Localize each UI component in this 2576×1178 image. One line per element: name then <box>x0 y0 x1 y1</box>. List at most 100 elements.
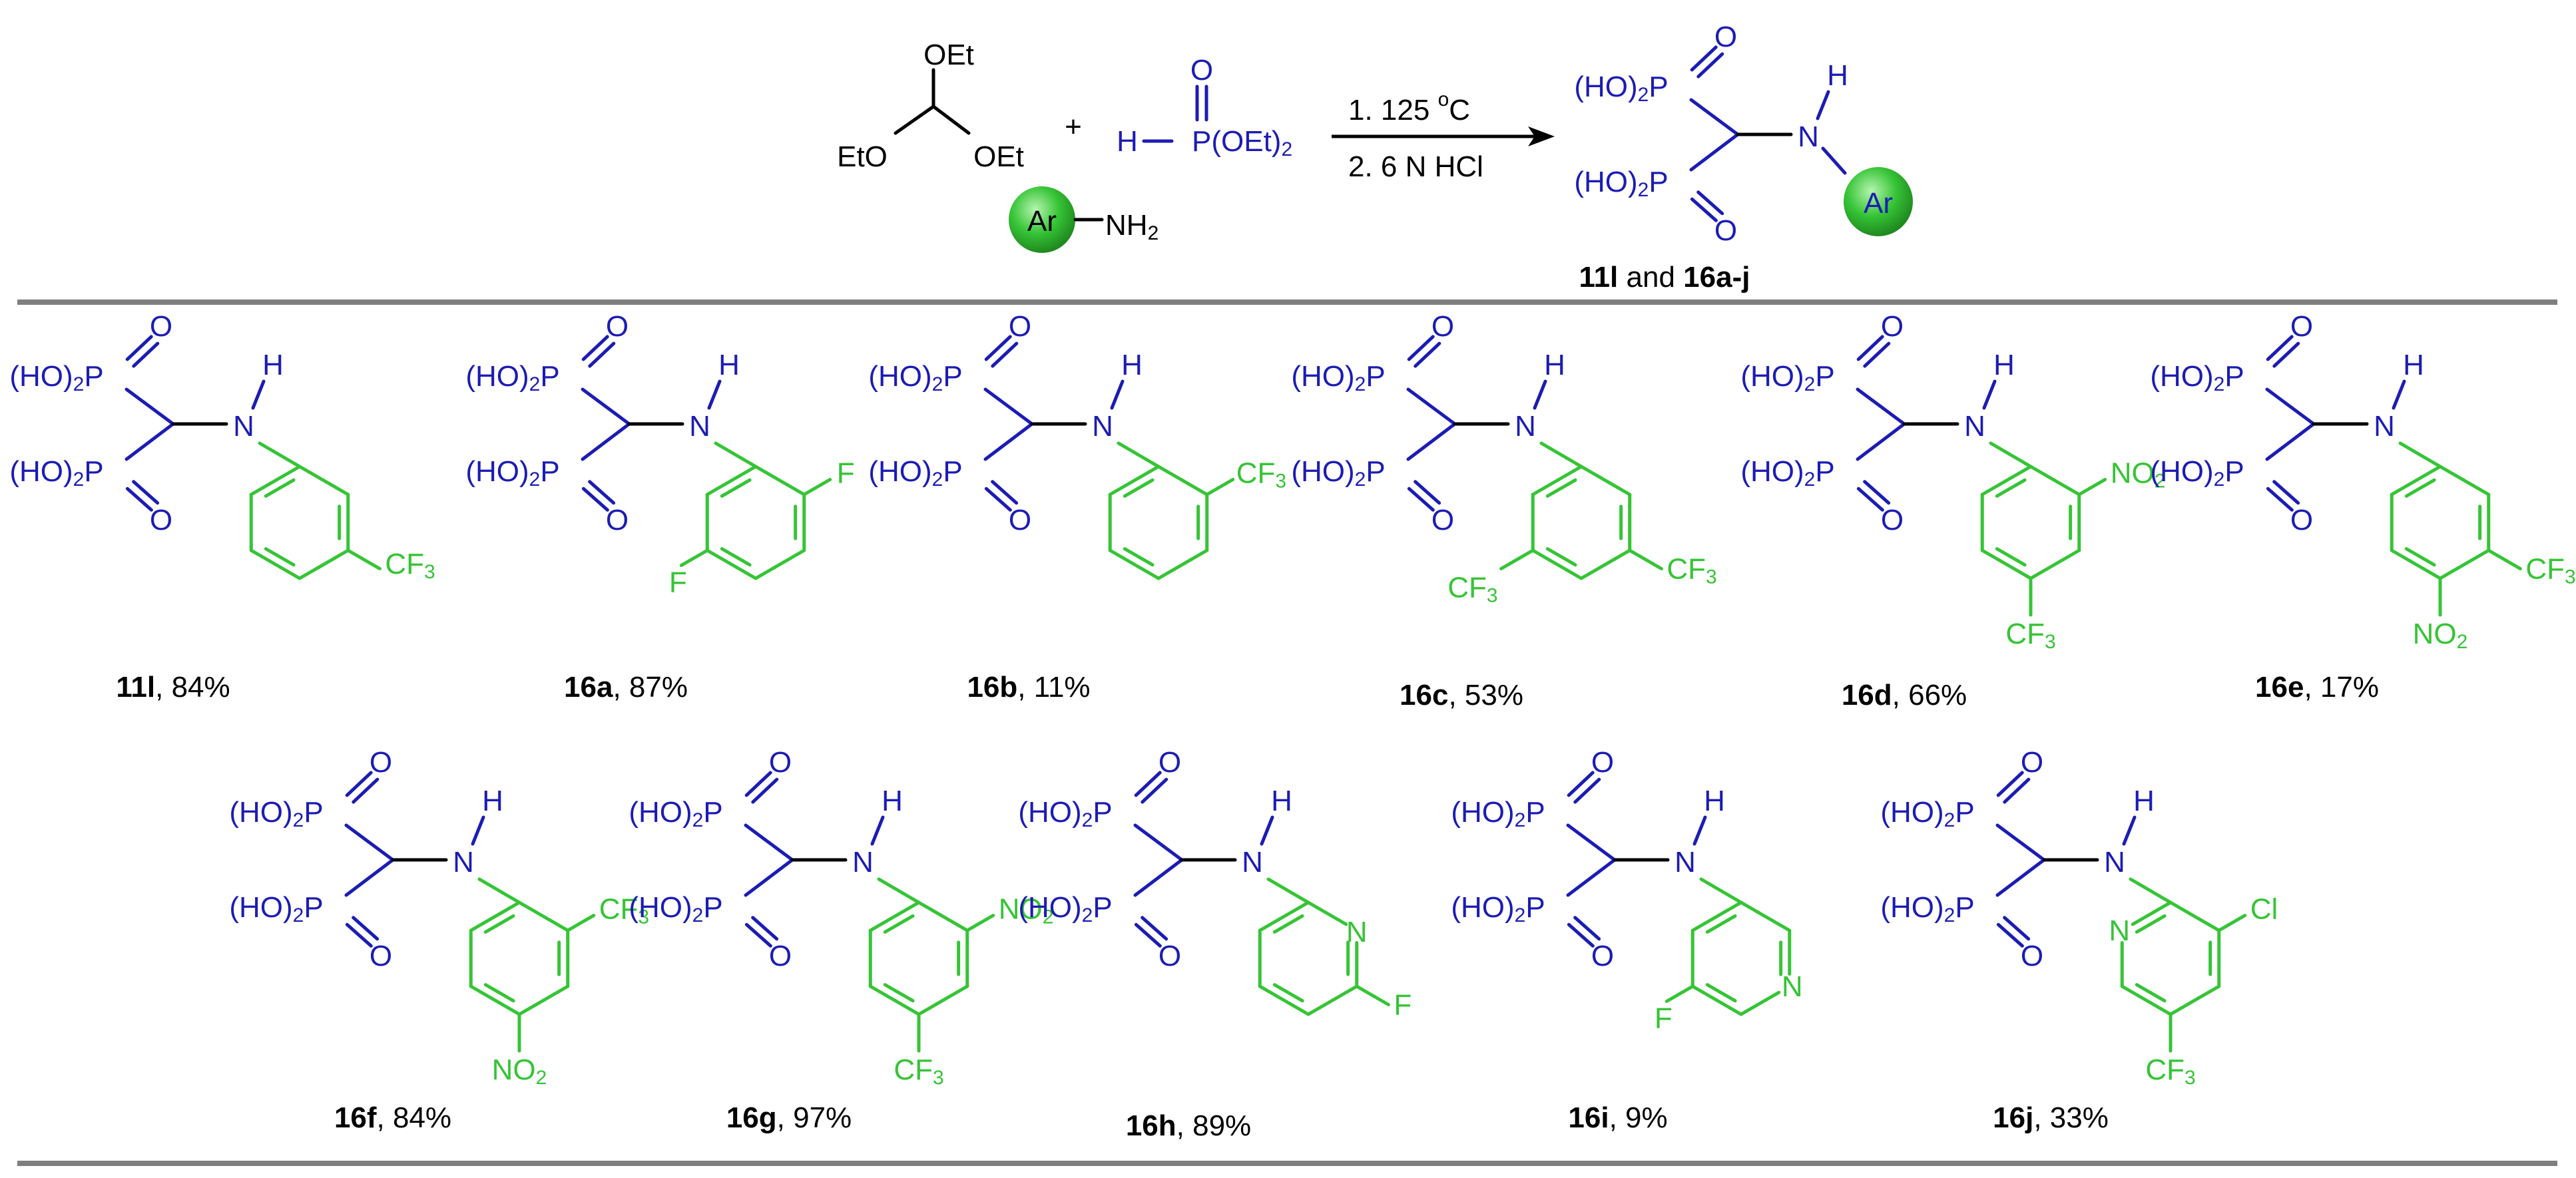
bond <box>1856 422 1906 461</box>
oxo-lower-label: O <box>1009 504 1031 536</box>
ring-inner-bond <box>883 983 915 1003</box>
ring-inner-bond <box>1123 478 1155 498</box>
label-part: O <box>1159 746 1181 779</box>
label-part: 2 <box>692 809 704 831</box>
oxo-lower-label: O <box>2290 504 2313 536</box>
label-part: (OEt) <box>1211 125 1281 158</box>
amine-hydrogen-label: H <box>1544 349 1565 381</box>
label-part: CF <box>1667 552 1706 585</box>
double-bond <box>132 341 160 368</box>
label-part: (HO) <box>1018 796 1081 829</box>
phosphonate-lower-label: (HO)2P <box>1018 891 1112 926</box>
bond <box>471 815 485 846</box>
aryl-attachment-bond <box>1539 441 1583 469</box>
divider-rule-bottom <box>17 1161 2557 1166</box>
double-bond <box>744 922 772 948</box>
ring-bond <box>754 465 806 496</box>
double-bond <box>581 487 609 512</box>
double-bond <box>991 480 1019 505</box>
label-part: (HO) <box>1451 796 1514 829</box>
label-part: P <box>1192 125 1211 158</box>
oxo-lower-label: O <box>606 504 629 536</box>
label-part: O <box>1431 310 1454 343</box>
cf3-label: CF3 <box>2525 552 2575 588</box>
product-series-label: 11l and 16a-j <box>1579 261 1750 294</box>
substituent-bond <box>2077 478 2107 496</box>
label-part: C <box>1449 94 1470 126</box>
label-part: (HO) <box>629 796 692 829</box>
label-part: 2 <box>2457 631 2468 653</box>
ring-bond <box>1531 465 1583 496</box>
ring-bond <box>1108 548 1160 580</box>
label-part: NO <box>2111 457 2155 489</box>
label-part: O <box>1190 54 1213 87</box>
double-bond <box>1856 487 1884 512</box>
label-part: (HO) <box>9 455 73 488</box>
label-part: 3 <box>638 906 649 928</box>
substituent-bond <box>1355 984 1390 1006</box>
fluoro-label: F <box>669 566 687 598</box>
ring-bond <box>754 548 806 580</box>
phosphonate-upper-label: (HO)2P <box>1740 360 1834 395</box>
oxo-upper-label: O <box>1714 21 1737 53</box>
amine-hydrogen-label: H <box>718 349 740 381</box>
phosphonate-lower-label: (HO)2P <box>868 455 962 491</box>
condition-step1: 1. 125 oC <box>1348 89 1470 126</box>
substituent-bond <box>1205 478 1235 496</box>
phosphonate-upper-label: (HO)2P <box>2150 360 2244 395</box>
ring-bond <box>2438 548 2491 580</box>
bond <box>2392 379 2406 410</box>
oxo-lower-label: O <box>1159 940 1181 972</box>
label-part: P <box>84 455 103 488</box>
compound-label-16a: 16a, 87% <box>564 671 688 703</box>
phosphonate-lower-label: (HO)2P <box>629 891 722 926</box>
double-bond <box>2266 335 2294 361</box>
label-part: NO <box>999 892 1043 925</box>
ring-bond <box>298 548 350 580</box>
label-part: H <box>1271 785 1292 817</box>
label-part: 3 <box>2185 1067 2196 1089</box>
oxo-lower-label: O <box>1881 504 1904 536</box>
oxo-lower-label: O <box>1714 214 1737 247</box>
ring-bond <box>1579 465 1632 496</box>
label-part: 3 <box>1487 584 1498 606</box>
label-part: N <box>1092 410 1113 443</box>
label-part: 3 <box>933 1067 944 1089</box>
label-part: NO <box>2413 618 2457 650</box>
label-part: N <box>2109 914 2130 947</box>
bond <box>1406 422 1457 461</box>
phosphonate-upper-label: (HO)2P <box>229 796 323 831</box>
phosphonate-upper-label: (HO)2P <box>629 796 722 831</box>
double-bond <box>1996 771 2024 797</box>
compound-label-11l: 11l, 84% <box>116 671 230 703</box>
aryl-attachment-bond <box>714 441 758 469</box>
bond <box>251 379 266 410</box>
label-part: O <box>370 940 392 972</box>
ring-inner-bond <box>1272 983 1304 1003</box>
oxo-upper-label: O <box>1881 310 1904 343</box>
label-part: P <box>540 455 559 488</box>
bond <box>1110 379 1125 410</box>
label-part: N <box>1782 970 1803 1003</box>
label-part: 2 <box>1281 138 1292 160</box>
amine-hydrogen-label: H <box>1827 59 1848 92</box>
aryl-attachment-bond <box>1117 441 1160 469</box>
bond <box>1133 858 1184 897</box>
label-part: 2 <box>1515 904 1526 926</box>
bond <box>1260 815 1274 846</box>
double-bond <box>1573 916 1601 941</box>
phosphite-h: H <box>1117 125 1138 158</box>
amine-nitrogen-label: N <box>1674 846 1696 879</box>
ring-bond <box>2169 984 2221 1016</box>
amine-nitrogen-label: N <box>1515 410 1536 443</box>
label-part: N <box>852 846 874 879</box>
ring-bond <box>2390 465 2442 496</box>
ring-bond <box>917 900 969 932</box>
oxo-lower-label: O <box>370 940 392 972</box>
amine-hydrogen-label: H <box>1993 349 2015 381</box>
label-part: (HO) <box>1880 891 1943 924</box>
condition-step2: 2. 6 N HCl <box>1348 150 1483 183</box>
double-bond <box>581 335 609 361</box>
double-bond <box>125 335 153 361</box>
label-part: H <box>882 785 903 817</box>
